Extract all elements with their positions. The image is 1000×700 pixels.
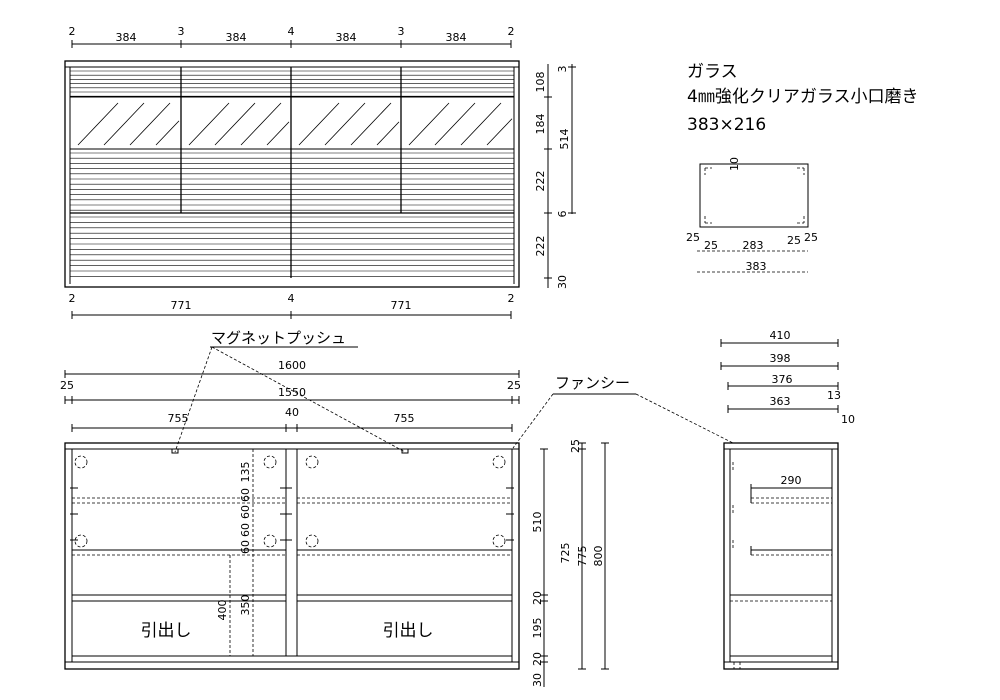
side-view: 410 398 376 363 13 10 290 [720, 329, 855, 670]
glass-dim-283: 283 [743, 239, 764, 252]
glass-dim-10: 10 [728, 157, 741, 171]
dim-800: 800 [592, 546, 605, 567]
drawer-right-label: 引出し [383, 621, 434, 641]
dim-r-222b: 222 [534, 236, 547, 257]
dim-r-6: 6 [556, 211, 569, 218]
dim-755-right: 755 [394, 412, 415, 425]
dim-20a: 20 [531, 591, 544, 605]
dim-top-4: 4 [288, 25, 295, 38]
dim-top-384b: 384 [226, 31, 247, 44]
dim-bot-4: 4 [288, 292, 295, 305]
dim-r-3: 3 [556, 66, 569, 73]
bottom-front-view: 1600 25 25 1550 755 40 755 [60, 359, 609, 687]
dim-755-left: 755 [168, 412, 189, 425]
drawer-left-label: 引出し [141, 621, 192, 641]
dim-725: 725 [559, 543, 572, 564]
glass-dim-383: 383 [746, 260, 767, 273]
dim-195: 195 [531, 618, 544, 639]
dim-top-2a: 2 [69, 25, 76, 38]
dim-60a: 60 [239, 488, 252, 502]
dim-r-108: 108 [534, 72, 547, 93]
dim-25-right-side: 25 [569, 439, 582, 453]
dim-1600: 1600 [278, 359, 306, 372]
glass-detail: ガラス 4㎜強化クリアガラス小口磨き 383×216 10 25 25 283 … [686, 62, 918, 273]
side-dim-376: 376 [772, 373, 793, 386]
dim-top-3a: 3 [178, 25, 185, 38]
dim-top-3b: 3 [398, 25, 405, 38]
top-front-view: 2 384 3 384 4 384 3 384 2 2 771 4 771 [64, 25, 576, 319]
glass-dim-25c: 25 [787, 234, 801, 247]
dim-20b: 20 [531, 652, 544, 666]
dim-r-30: 30 [556, 275, 569, 289]
dim-40: 40 [285, 406, 299, 419]
glass-dim-25d: 25 [804, 231, 818, 244]
glass-title: ガラス [687, 62, 738, 82]
dim-25-right: 25 [507, 379, 521, 392]
dim-r-184: 184 [534, 114, 547, 135]
dim-top-2b: 2 [508, 25, 515, 38]
dim-bot-771a: 771 [171, 299, 192, 312]
dim-60d: 60 [239, 540, 252, 554]
dim-350: 350 [239, 595, 252, 616]
glass-size: 383×216 [687, 115, 766, 135]
dim-top-384d: 384 [446, 31, 467, 44]
callouts: マグネットプッシュ ファンシー [174, 329, 734, 453]
dim-bot-2a: 2 [69, 292, 76, 305]
dim-bot-771b: 771 [391, 299, 412, 312]
side-dim-398: 398 [770, 352, 791, 365]
dim-60c: 60 [239, 523, 252, 537]
side-dim-290: 290 [781, 474, 802, 487]
fancy-label: ファンシー [555, 374, 630, 392]
glass-dim-25a: 25 [686, 231, 700, 244]
glass-dim-25b: 25 [704, 239, 718, 252]
dim-top-384c: 384 [336, 31, 357, 44]
dim-r-514: 514 [558, 129, 571, 150]
dim-top-384a: 384 [116, 31, 137, 44]
dim-400: 400 [216, 600, 229, 621]
dim-25-left: 25 [60, 379, 74, 392]
side-dim-410: 410 [770, 329, 791, 342]
dim-r-222a: 222 [534, 171, 547, 192]
dim-30-bottom: 30 [531, 673, 544, 687]
dim-60b: 60 [239, 505, 252, 519]
dim-775: 775 [576, 546, 589, 567]
glass-spec: 4㎜強化クリアガラス小口磨き [687, 87, 918, 107]
dim-bot-2b: 2 [508, 292, 515, 305]
side-dim-10: 10 [841, 413, 855, 426]
dim-510: 510 [531, 512, 544, 533]
magnet-push-label: マグネットプッシュ [211, 329, 346, 347]
dim-135: 135 [239, 462, 252, 483]
side-dim-13: 13 [827, 389, 841, 402]
dim-1550: 1550 [278, 386, 306, 399]
side-dim-363: 363 [770, 395, 791, 408]
